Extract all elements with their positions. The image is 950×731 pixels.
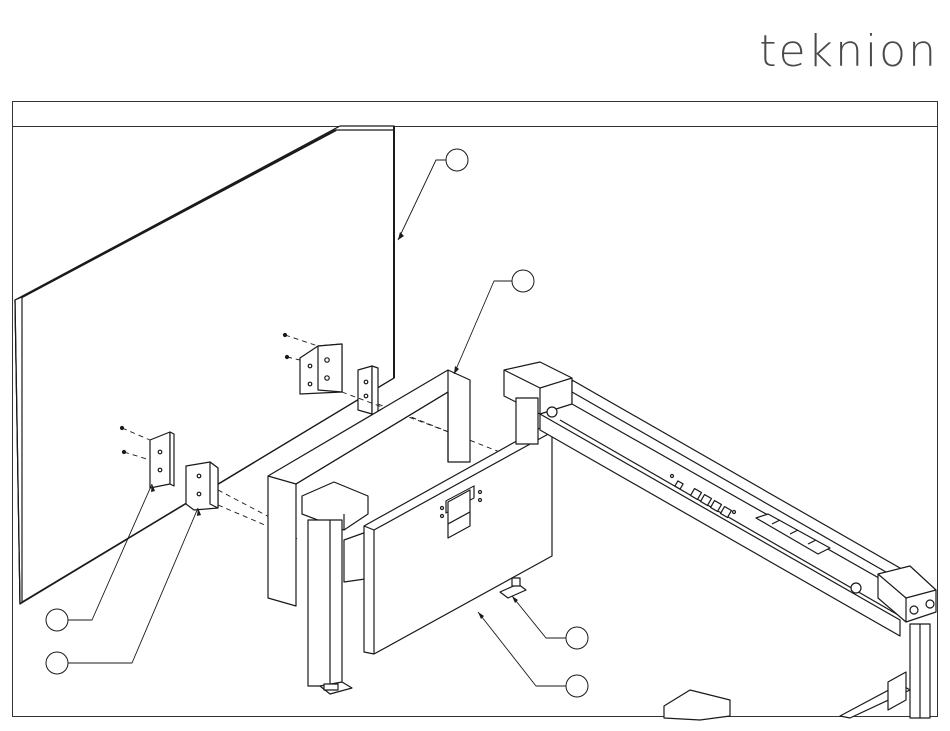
callout-balloon-bracket-left	[46, 609, 68, 631]
callout-balloon-panel	[446, 149, 468, 171]
callout-balloon-bracket-right	[46, 652, 68, 674]
callout-balloon-foot-clip	[566, 627, 588, 649]
leg-column	[302, 482, 372, 694]
desk-base-frame	[504, 362, 936, 720]
callout-balloon-end-frame	[512, 270, 534, 292]
callout-balloon-modesty-panel	[566, 675, 588, 697]
